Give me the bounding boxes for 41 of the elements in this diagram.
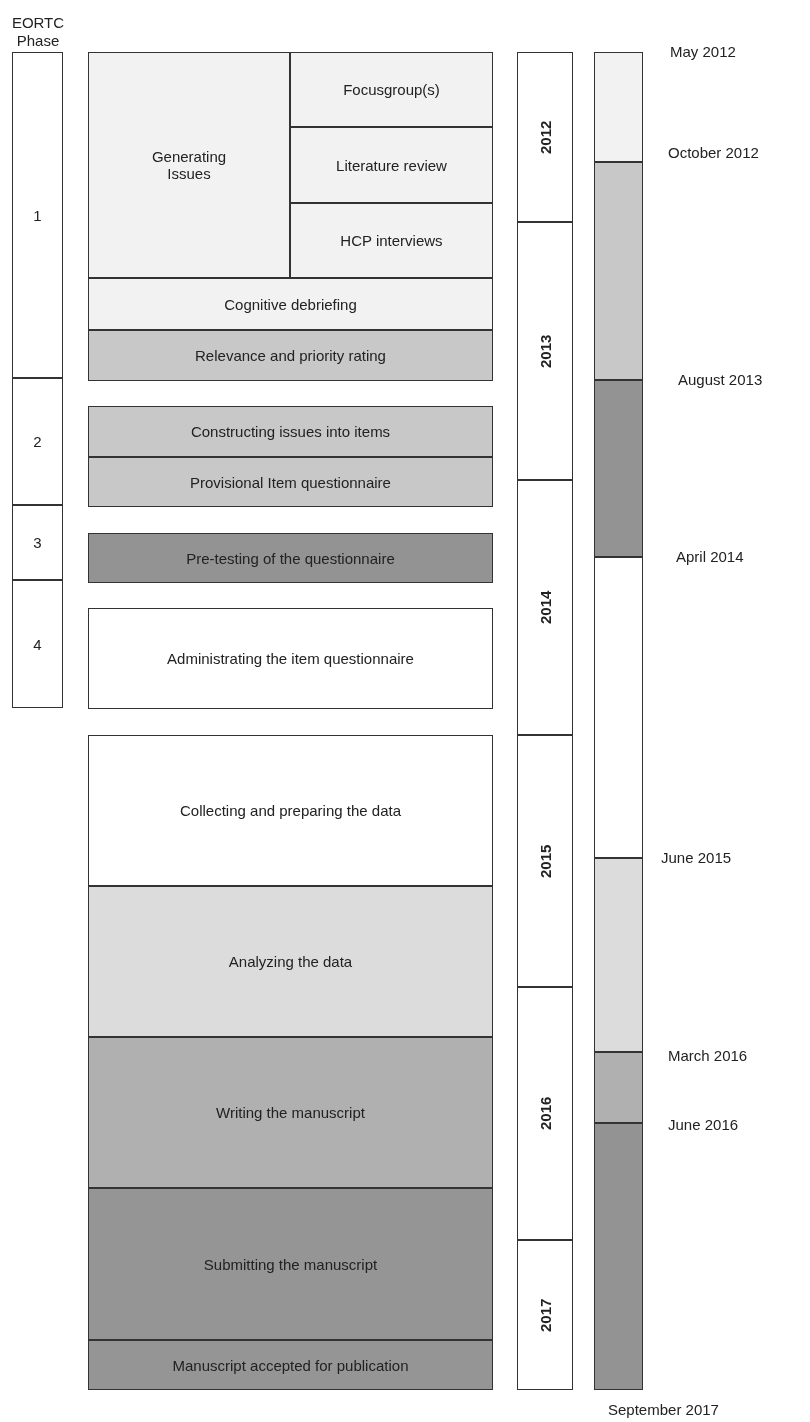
phase-box: 3 [12,505,63,580]
process-box: Analyzing the data [88,886,493,1037]
process-box: Administrating the item questionnaire [88,608,493,709]
date-label: August 2013 [678,371,763,388]
date-label: October 2012 [668,144,759,161]
date-label: September 2017 [608,1401,719,1418]
year-box: 2013 [517,222,573,480]
process-box: Submitting the manuscript [88,1188,493,1340]
year-box: 2012 [517,52,573,222]
year-box: 2016 [517,987,573,1240]
process-box: HCP interviews [290,203,493,278]
process-box: Literature review [290,127,493,203]
timeline-bar [594,380,643,557]
process-box: Collecting and preparing the data [88,735,493,886]
process-box: Relevance and priority rating [88,330,493,381]
date-label: June 2016 [668,1116,739,1133]
phase-box: 2 [12,378,63,505]
date-label: April 2014 [676,548,744,565]
process-box: Manuscript accepted for publication [88,1340,493,1390]
column-heading: EORTC Phase [10,14,66,50]
timeline-bar [594,162,643,380]
year-box: 2017 [517,1240,573,1390]
process-box: Cognitive debriefing [88,278,493,330]
process-box: Writing the manuscript [88,1037,493,1188]
year-box: 2015 [517,735,573,987]
year-box: 2014 [517,480,573,735]
timeline-bar [594,557,643,858]
date-label: June 2015 [661,849,732,866]
timeline-bar [594,858,643,1052]
date-label: May 2012 [670,43,736,60]
phase-box: 4 [12,580,63,708]
process-box: Focusgroup(s) [290,52,493,127]
process-box: Pre-testing of the questionnaire [88,533,493,583]
timeline-bar [594,1123,643,1390]
timeline-bar [594,1052,643,1123]
timeline-bar [594,52,643,162]
date-label: March 2016 [668,1047,748,1064]
process-box: Constructing issues into items [88,406,493,457]
phase-box: 1 [12,52,63,378]
process-box: Provisional Item questionnaire [88,457,493,507]
process-box: Generating Issues [88,52,290,278]
